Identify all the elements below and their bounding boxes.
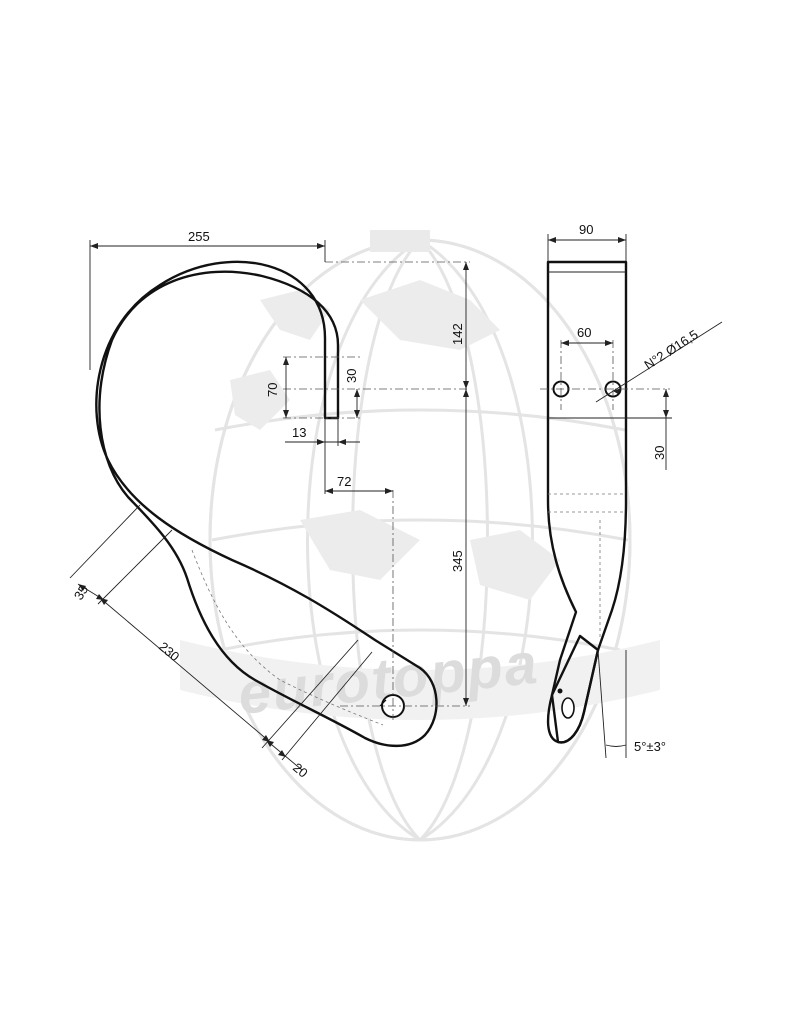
dim-hole-offset: 72 xyxy=(337,474,351,489)
dim-total-height: 345 xyxy=(450,550,465,572)
dim-overall-width: 255 xyxy=(188,229,210,244)
tine-outline xyxy=(95,260,438,748)
side-view: 255 142 70 30 13 72 345 xyxy=(69,229,470,781)
dim-blade-width: 35 xyxy=(71,582,91,602)
front-end-hole xyxy=(561,697,575,719)
dim-tip-height: 70 xyxy=(265,383,280,397)
front-angled-end xyxy=(550,634,600,744)
dim-height-top: 142 xyxy=(450,323,465,345)
blade-edge-line xyxy=(191,549,384,726)
angle-tolerance: 5°±3° xyxy=(634,739,666,754)
hole-note: N°2 Ø16,5 xyxy=(641,327,700,373)
watermark-globe: eurotoppa xyxy=(180,230,660,842)
dim-hole-spacing: 60 xyxy=(577,325,591,340)
dim-hole-drop: 30 xyxy=(652,446,667,460)
dim-front-width: 90 xyxy=(579,222,593,237)
dim-blade-length: 230 xyxy=(156,639,182,664)
dim-tip-offset: 30 xyxy=(344,369,359,383)
dim-tip-thickness: 13 xyxy=(292,425,306,440)
